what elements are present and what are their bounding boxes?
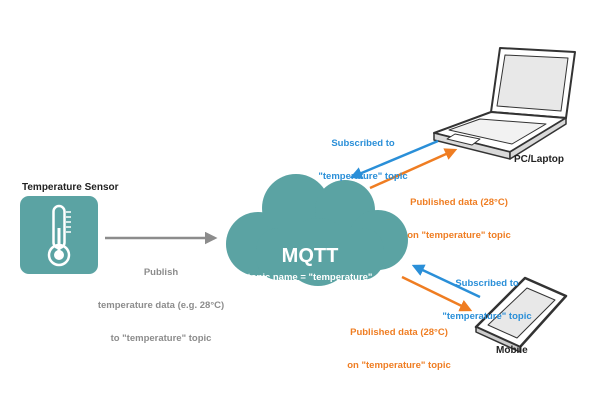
broker-details: topic name = "temperature" message = 28°… [240, 250, 380, 327]
laptop-label: PC/Laptop [514, 154, 564, 165]
broker-title-line1: MQTT [281, 245, 339, 267]
broker-message-line: message = 28°C [273, 305, 347, 316]
laptop-subscribed-line2: "temperature" topic [318, 171, 408, 182]
laptop-subscribe-arrow [349, 139, 439, 179]
mobile-subscribed-line1: Subscribed to [455, 278, 519, 289]
sensor-title: Temperature Sensor [22, 182, 119, 193]
mobile-subscribe-arrow [411, 264, 481, 299]
mobile-published-line2: on "temperature" topic [347, 360, 451, 371]
cloud-icon [226, 174, 408, 286]
laptop-publish-arrow [369, 148, 458, 190]
mobile-label: Mobile [496, 345, 528, 356]
laptop-subscribed-text: Subscribed to "temperature" topic [308, 116, 418, 193]
mobile-published-text: Published data (28°C) on "temperature" t… [334, 305, 464, 382]
publish-text-line3: to "temperature" topic [110, 333, 212, 344]
publish-text: Publish temperature data (e.g. 28°C) to … [88, 245, 234, 355]
laptop-subscribed-line1: Subscribed to [331, 138, 395, 149]
broker-title-line2: Broker [277, 311, 343, 333]
laptop-published-line1: Published data (28°C) [410, 197, 508, 208]
laptop-icon [433, 47, 576, 160]
publish-text-line2: temperature data (e.g. 28°C) [97, 300, 225, 311]
publish-text-line1: Publish [143, 267, 179, 278]
mobile-published-line1: Published data (28°C) [350, 327, 448, 338]
mobile-subscribed-text: Subscribed to "temperature" topic [432, 256, 542, 333]
thermometer-icon [20, 196, 98, 274]
mobile-subscribed-line2: "temperature" topic [442, 311, 532, 322]
mobile-publish-arrow [401, 275, 473, 312]
laptop-published-text: Published data (28°C) on "temperature" t… [394, 175, 524, 252]
laptop-published-line2: on "temperature" topic [407, 230, 511, 241]
broker-topic-line: topic name = "temperature" [247, 272, 373, 283]
broker-title: MQTT Broker [250, 201, 370, 355]
mobile-phone-icon [474, 276, 568, 353]
